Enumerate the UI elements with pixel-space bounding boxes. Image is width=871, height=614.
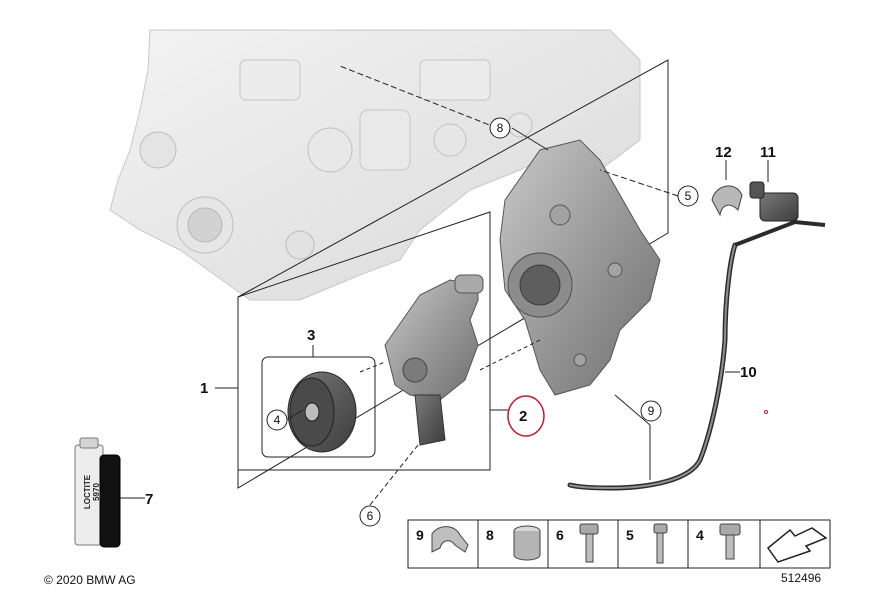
callout-11: 11 <box>760 144 776 161</box>
callout-6: 6 <box>367 509 374 523</box>
copyright-text: © 2020 BMW AG <box>44 573 136 587</box>
bolt-icon <box>579 523 599 563</box>
sealant-tube: LOCTITE 5970 <box>74 437 121 548</box>
callout-6-circle: 6 <box>359 505 381 527</box>
callout-4-circle: 4 <box>266 409 288 431</box>
callout-5-circle: 5 <box>677 185 699 207</box>
pump-housing <box>499 139 661 396</box>
callout-5: 5 <box>685 189 692 203</box>
red-dot <box>764 410 768 414</box>
bolt-icon <box>719 523 741 560</box>
callout-8: 8 <box>497 121 504 135</box>
sleeve-icon <box>513 525 541 561</box>
sensor <box>749 181 799 222</box>
tube-code-label: 5970 <box>92 483 101 501</box>
leader-lines <box>120 65 769 506</box>
strip-num-4: 4 <box>696 527 704 543</box>
assembly-frame-inner <box>237 211 491 471</box>
strip-num-9: 9 <box>416 527 424 543</box>
callout-12: 12 <box>715 144 732 161</box>
diagram-id: 512496 <box>781 571 821 585</box>
strip-num-8: 8 <box>486 527 494 543</box>
clip-icon <box>431 526 469 553</box>
arrow-icon <box>766 527 828 563</box>
bolt-icon <box>653 523 668 564</box>
callout-7: 7 <box>145 491 153 508</box>
water-pump <box>384 274 484 446</box>
callout-1: 1 <box>200 380 208 397</box>
callout-9-circle: 9 <box>640 400 662 422</box>
callout-10: 10 <box>740 364 757 381</box>
highlight-marker <box>507 395 545 437</box>
callout-2: 2 <box>519 408 527 425</box>
callout-3: 3 <box>307 327 315 344</box>
callout-4: 4 <box>274 413 281 427</box>
tube-brand-label: LOCTITE <box>83 474 92 509</box>
engine-block <box>109 29 641 301</box>
strip-num-6: 6 <box>556 527 564 543</box>
hose-clip <box>711 185 743 217</box>
strip-num-5: 5 <box>626 527 634 543</box>
callout-8-circle: 8 <box>489 117 511 139</box>
pulley <box>261 356 376 458</box>
parts-strip: 9 8 6 5 4 <box>407 519 831 569</box>
coolant-hose <box>567 219 826 491</box>
callout-9: 9 <box>648 404 655 418</box>
